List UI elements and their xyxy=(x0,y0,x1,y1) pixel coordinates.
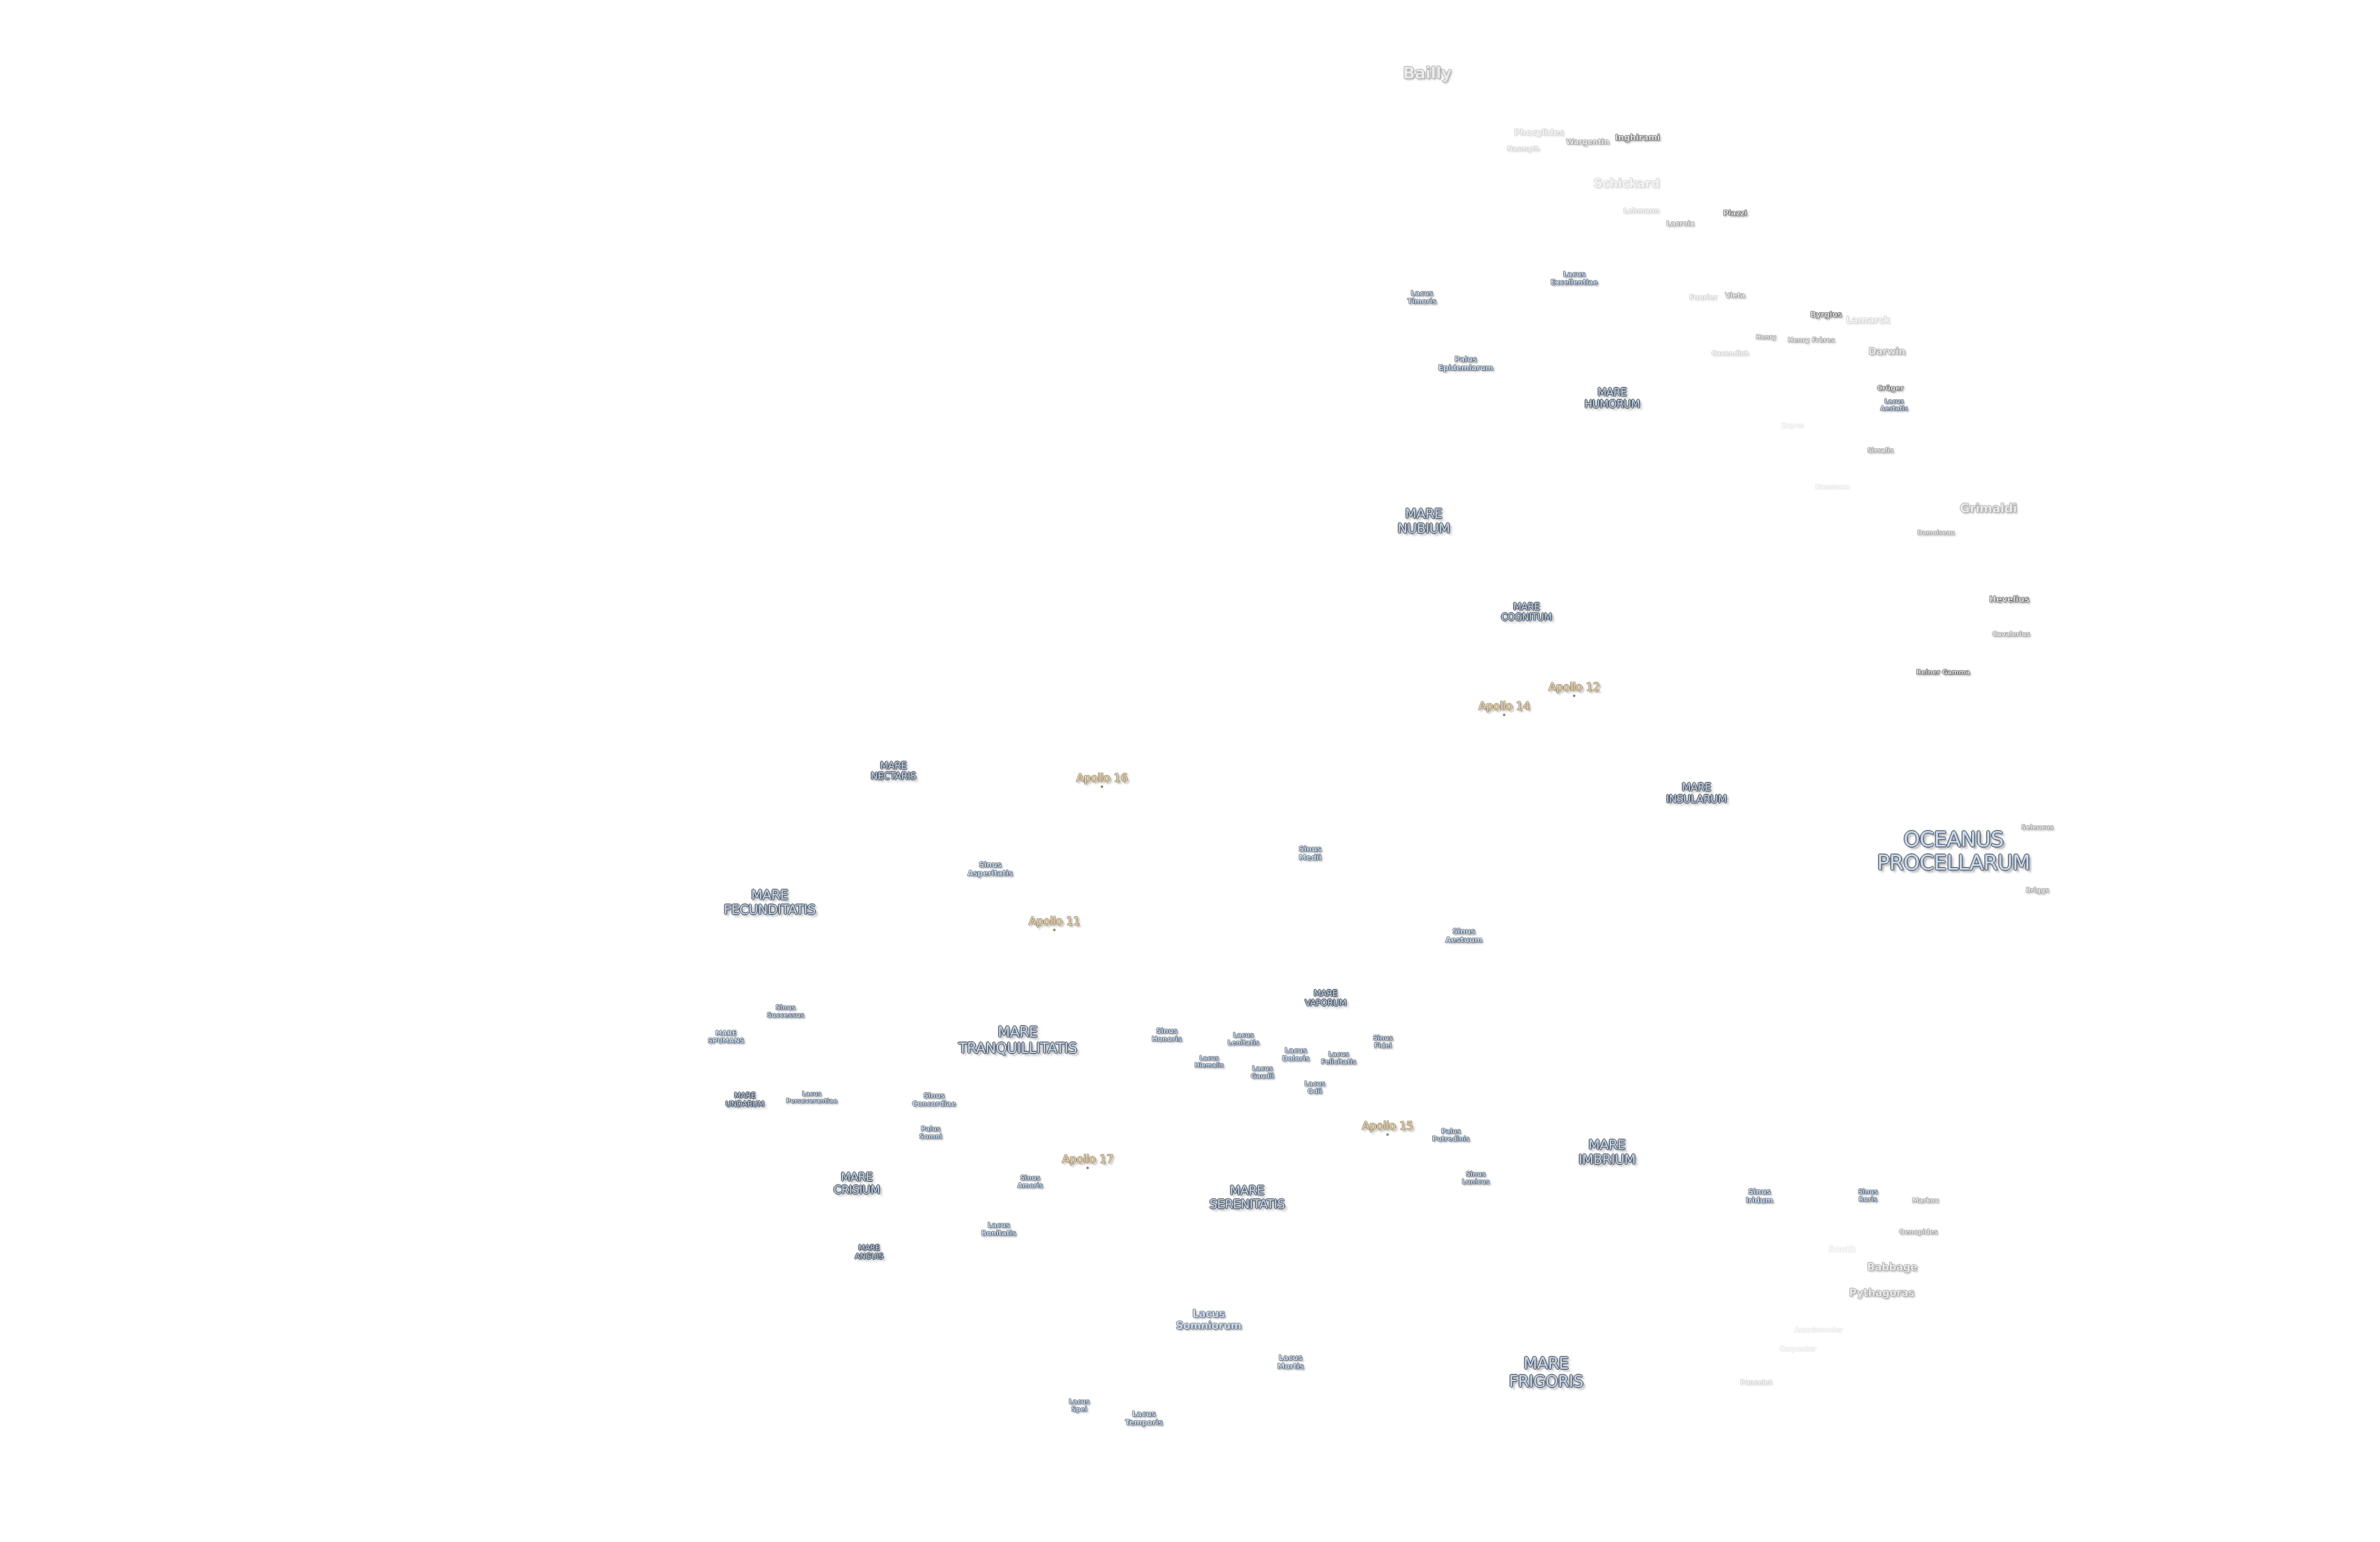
landing-site-marker-icon xyxy=(1053,929,1056,931)
feature-label-palus-epidemiarum: Palus Epidemiarum xyxy=(1438,355,1493,372)
feature-label-sirsalis: Sirsalis xyxy=(1867,447,1894,455)
feature-label-schickard: Schickard xyxy=(1593,176,1660,191)
feature-label-mare-vaporum: MARE VAPORUM xyxy=(1305,988,1347,1008)
feature-label-mare-tranquillitatis: MARE TRANQUILLITATIS xyxy=(958,1024,1077,1057)
feature-label-henry-fr-res: Henry Frères xyxy=(1787,336,1835,345)
feature-label-reiner-gamma: Reiner Gamma xyxy=(1916,669,1970,677)
feature-label-lacus-bonitatis: Lacus Bonitatis xyxy=(981,1221,1016,1237)
feature-label-mare-undarum: MARE UNDARUM xyxy=(725,1091,764,1108)
feature-label-palus-putredinis: Palus Putredinis xyxy=(1432,1127,1470,1143)
feature-label-sinus-iridum: Sinus Iridum xyxy=(1745,1187,1773,1205)
feature-label-lehmann: Lehmann xyxy=(1623,206,1659,215)
feature-label-lacus-hiemalis: Lacus Hiemalis xyxy=(1194,1055,1224,1069)
feature-label-sinus-fidei: Sinus Fidei xyxy=(1373,1034,1393,1049)
landing-site-marker-icon xyxy=(1573,694,1576,697)
feature-label-phocylides: Phocylides xyxy=(1514,127,1564,138)
landing-site-label-apollo-12: Apollo 12 xyxy=(1548,680,1600,694)
feature-label-mare-anguis: MARE ANGUIS xyxy=(855,1243,883,1261)
feature-label-lacus-lenitatis: Lacus Lenitatis xyxy=(1227,1031,1259,1047)
feature-label-sinus-amoris: Sinus Amoris xyxy=(1017,1174,1043,1189)
feature-label-lacus-odii: Lacus Odii xyxy=(1304,1080,1325,1095)
feature-label-lamarck: Lamarck xyxy=(1845,314,1890,326)
feature-label-oenopides: Oenopides xyxy=(1899,1228,1938,1236)
feature-label-henry: Henry xyxy=(1755,334,1776,341)
feature-label-pythagoras: Pythagoras xyxy=(1849,1287,1914,1299)
feature-label-lacus-doloris: Lacus Doloris xyxy=(1282,1046,1309,1063)
feature-label-oceanus-procellarum: OCEANUS PROCELLARUM xyxy=(1877,827,2030,875)
feature-label-grimaldi: Grimaldi xyxy=(1960,501,2017,516)
feature-label-lacroix: Lacroix xyxy=(1666,219,1695,228)
feature-label-damoiseau: Damoiseau xyxy=(1917,529,1955,537)
feature-label-cavendish: Cavendish xyxy=(1711,350,1749,358)
landing-site-label-apollo-15: Apollo 15 xyxy=(1361,1119,1414,1133)
feature-label-piazzi: Piazzi xyxy=(1723,208,1747,218)
feature-label-bailly: Bailly xyxy=(1403,63,1452,83)
feature-label-mare-crisium: MARE CRISIUM xyxy=(833,1170,880,1196)
feature-label-mare-fecunditatis: MARE FECUNDITATIS xyxy=(724,887,816,918)
landing-site-label-apollo-16: Apollo 16 xyxy=(1076,771,1128,785)
feature-label-palus-somni: Palus Somni xyxy=(919,1125,942,1140)
feature-label-lacus-aestatis: Lacus Aestatis xyxy=(1880,398,1908,412)
feature-label-mare-imbrium: MARE IMBRIUM xyxy=(1578,1137,1636,1167)
feature-label-zupus: Zupus xyxy=(1781,422,1804,430)
feature-label-briggs: Briggs xyxy=(2025,887,2049,895)
landing-site-marker-icon xyxy=(1386,1133,1389,1136)
feature-label-fourier: Fourier xyxy=(1689,293,1717,302)
feature-label-inghirami: Inghirami xyxy=(1615,132,1660,143)
feature-label-hevelius: Hevelius xyxy=(1989,594,2030,604)
feature-label-vieta: Vieta xyxy=(1725,291,1745,300)
feature-label-mare-serenitatis: MARE SERENITATIS xyxy=(1209,1183,1285,1212)
feature-label-lacus-timoris: Lacus Timoris xyxy=(1407,289,1437,306)
feature-label-sinus-concordiae: Sinus Concordiae xyxy=(912,1091,956,1108)
feature-label-lacus-felicitatis: Lacus Felicitatis xyxy=(1320,1050,1357,1066)
feature-label-sinus-successus: Sinus Successus xyxy=(766,1004,804,1019)
feature-label-lacus-gaudii: Lacus Gaudii xyxy=(1250,1065,1274,1080)
feature-label-cr-ger: Crüger xyxy=(1877,384,1904,393)
feature-label-sinus-honoris: Sinus Honoris xyxy=(1151,1027,1182,1043)
feature-label-mare-nectaris: MARE NECTARIS xyxy=(871,760,916,782)
feature-label-mare-nubium: MARE NUBIUM xyxy=(1397,505,1450,536)
feature-label-lacus-spei: Lacus Spei xyxy=(1069,1398,1090,1413)
feature-label-mare-humorum: MARE HUMORUM xyxy=(1584,386,1640,410)
feature-label-mare-cognitum: MARE COGNITUM xyxy=(1501,601,1552,623)
feature-label-seleucus: Seleucus xyxy=(2021,824,2054,832)
feature-label-sinus-asperitatis: Sinus Asperitatis xyxy=(967,860,1013,878)
feature-label-sinus-aestuum: Sinus Aestuum xyxy=(1445,927,1482,944)
feature-label-anaximander: Anaximander xyxy=(1795,1326,1843,1334)
feature-label-lacus-temporis: Lacus Temporis xyxy=(1125,1409,1163,1427)
feature-label-mare-insularum: MARE INSULARUM xyxy=(1666,781,1727,805)
feature-label-mare-spumans: MARE SPUMANS xyxy=(707,1029,744,1045)
feature-label-nasmyth: Nasmyth xyxy=(1507,145,1539,153)
feature-label-sinus-lunicus: Sinus Lunicus xyxy=(1461,1170,1490,1186)
feature-label-sinus-roris: Sinus Roris xyxy=(1858,1188,1878,1203)
feature-label-mare-frigoris: MARE FRIGORIS xyxy=(1508,1354,1584,1391)
feature-label-hansteen: Hansteen xyxy=(1815,484,1850,492)
landing-site-marker-icon xyxy=(1101,785,1103,788)
feature-label-lacus-mortis: Lacus Mortis xyxy=(1277,1353,1304,1371)
feature-label-carpenter: Carpenter xyxy=(1779,1345,1816,1354)
feature-label-south: South xyxy=(1828,1244,1856,1255)
feature-label-lacus-perseverantiae: Lacus Perseverantiae xyxy=(786,1090,837,1105)
feature-label-markov: Markov xyxy=(1912,1197,1939,1205)
landing-site-label-apollo-11: Apollo 11 xyxy=(1028,914,1081,928)
feature-label-cavalerius: Cavalerius xyxy=(1992,631,2030,639)
feature-label-babbage: Babbage xyxy=(1867,1261,1917,1274)
landing-site-label-apollo-14: Apollo 14 xyxy=(1478,699,1530,713)
landing-site-marker-icon xyxy=(1086,1166,1089,1169)
feature-label-poncelet: Poncelet xyxy=(1740,1379,1772,1387)
feature-label-lacus-excellentiae: Lacus Excellentiae xyxy=(1550,270,1598,287)
feature-label-sinus-medii: Sinus Medii xyxy=(1299,844,1321,862)
feature-label-byrgius: Byrgius xyxy=(1810,310,1842,319)
feature-label-darwin: Darwin xyxy=(1868,345,1905,357)
landing-site-marker-icon xyxy=(1503,713,1506,716)
landing-site-label-apollo-17: Apollo 17 xyxy=(1061,1152,1114,1166)
feature-label-lacus-somniorum: Lacus Somniorum xyxy=(1176,1308,1241,1332)
feature-label-wargentin: Wargentin xyxy=(1566,137,1609,147)
